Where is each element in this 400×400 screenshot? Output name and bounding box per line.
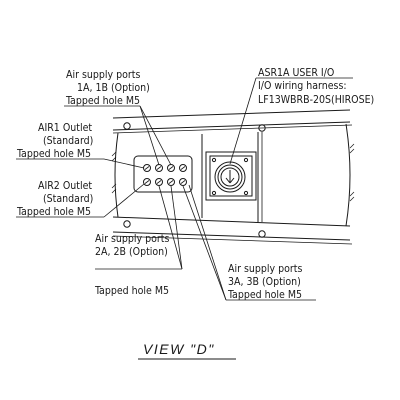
label-line: Tapped hole M5 [16,206,91,218]
label-line: Tapped hole M5 [227,289,302,301]
corner-bolts [123,122,266,238]
label-line: Tapped hole M5 [65,95,140,107]
label-line: AIR2 Outlet [38,180,92,192]
body-outline [112,109,353,245]
label-line: LF13WBRB-20S(HIROSE) [258,94,374,106]
label-line: 3A, 3B (Option) [228,276,301,288]
view-title: VIEW "D" [138,341,236,360]
label-line: 2A, 2B (Option) [95,246,168,258]
label-line: Air supply ports [66,69,140,81]
label-line: (Standard) [43,193,93,205]
label-line: Air supply ports [228,263,302,275]
view-title-text: VIEW "D" [143,341,215,357]
label-line: ASR1A USER I/O [258,67,334,79]
label-line: Air supply ports [95,233,169,245]
label-line: I/O wiring harness: [258,80,347,92]
label-air-supply-1: Air supply ports 1A, 1B (Option) Tapped … [65,69,150,107]
leader-lines [16,77,353,301]
label-line: Tapped hole M5 [16,148,91,160]
port-holes [143,164,187,186]
label-air1-outlet: AIR1 Outlet (Standard) Tapped hole M5 [16,122,93,160]
label-line: Tapped hole M5 [94,285,169,297]
user-io-connector [205,151,257,201]
label-line: AIR1 Outlet [38,122,92,134]
label-line: (Standard) [43,135,93,147]
label-air2-outlet: AIR2 Outlet (Standard) Tapped hole M5 [16,180,93,218]
hatch-marks [111,143,355,202]
label-line: 1A, 1B (Option) [77,82,150,94]
label-air-supply-2: Air supply ports 2A, 2B (Option) Tapped … [94,233,169,297]
label-user-io: ASR1A USER I/O I/O wiring harness: LF13W… [258,67,374,106]
label-air-supply-3: Air supply ports 3A, 3B (Option) Tapped … [227,263,302,301]
